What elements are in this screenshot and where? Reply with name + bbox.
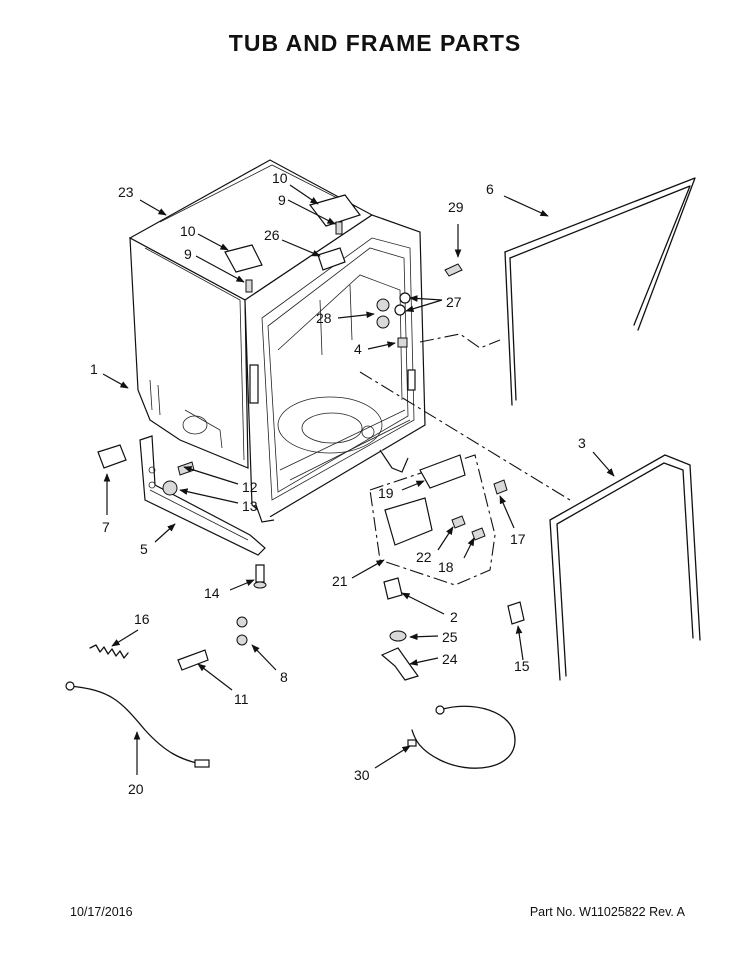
grommet-27-b — [394, 304, 406, 316]
switch-25 — [389, 630, 407, 642]
hinge-plate-10-side — [224, 244, 263, 273]
bracket-24 — [380, 647, 419, 681]
callout-16: 16 — [134, 611, 150, 627]
grommet-27-a — [399, 292, 411, 304]
callout-29: 29 — [448, 199, 464, 215]
spring-16 — [89, 644, 129, 659]
leader-lines — [102, 184, 615, 775]
tub-gasket-3 — [549, 454, 701, 681]
callout-18: 18 — [438, 559, 454, 575]
callout-17: 17 — [510, 531, 526, 547]
callout-13: 13 — [242, 498, 258, 514]
callout-23: 23 — [118, 184, 134, 200]
callout-9b: 9 — [184, 246, 192, 262]
callout-28: 28 — [316, 310, 332, 326]
callout-2: 2 — [450, 609, 458, 625]
bracket-26 — [317, 247, 346, 271]
callout-20: 20 — [128, 781, 144, 797]
page-title: TUB AND FRAME PARTS — [228, 30, 522, 56]
screw-11 — [177, 649, 209, 671]
screw-17 — [493, 479, 508, 495]
callout-3: 3 — [578, 435, 586, 451]
callout-8: 8 — [280, 669, 288, 685]
callout-14: 14 — [204, 585, 220, 601]
nut-28-b — [376, 315, 390, 329]
callout-25: 25 — [442, 629, 458, 645]
screw-29 — [444, 263, 463, 277]
footer-date: 10/17/2016 — [70, 905, 133, 919]
callout-10a: 10 — [272, 170, 288, 186]
callout-12: 12 — [242, 479, 258, 495]
leveling-foot-7 — [97, 444, 127, 469]
screw-22 — [451, 515, 466, 529]
callout-9a: 9 — [278, 192, 286, 208]
callout-30: 30 — [354, 767, 370, 783]
mount-bracket — [384, 497, 433, 546]
cable-20 — [69, 685, 206, 766]
clip-15 — [507, 601, 525, 625]
footer-part-number: Part No. W11025822 Rev. A — [529, 905, 685, 919]
tub-assembly — [128, 159, 426, 523]
callout-26: 26 — [264, 227, 280, 243]
bracket-19 — [419, 454, 466, 489]
bushing-8-b — [236, 634, 248, 646]
callout-11: 11 — [234, 691, 249, 707]
callout-labels: 23 10 9 10 9 26 29 6 27 28 4 1 3 12 13 7… — [90, 170, 586, 797]
callout-6: 6 — [486, 181, 494, 197]
screw-9-top — [335, 221, 343, 235]
latch-2 — [383, 577, 403, 600]
leveling-leg-14 — [255, 564, 265, 583]
callout-21: 21 — [332, 573, 348, 589]
screw-9-side — [245, 279, 253, 293]
front-support-5 — [139, 435, 266, 556]
nut-13 — [162, 480, 178, 496]
callout-4: 4 — [354, 341, 362, 357]
callout-24: 24 — [442, 651, 458, 667]
fastener-4 — [397, 337, 408, 348]
screw-12 — [177, 461, 195, 476]
callout-10b: 10 — [180, 223, 196, 239]
callout-22: 22 — [416, 549, 432, 565]
callout-15: 15 — [514, 658, 530, 674]
callout-19: 19 — [378, 485, 394, 501]
nut-28-a — [376, 298, 390, 312]
door-gasket-6 — [504, 177, 696, 331]
callout-5: 5 — [140, 541, 148, 557]
callout-1: 1 — [90, 361, 98, 377]
bushing-8-a — [236, 616, 248, 628]
callout-27: 27 — [446, 294, 462, 310]
wire-harness-30 — [411, 705, 516, 769]
callout-7: 7 — [102, 519, 110, 535]
